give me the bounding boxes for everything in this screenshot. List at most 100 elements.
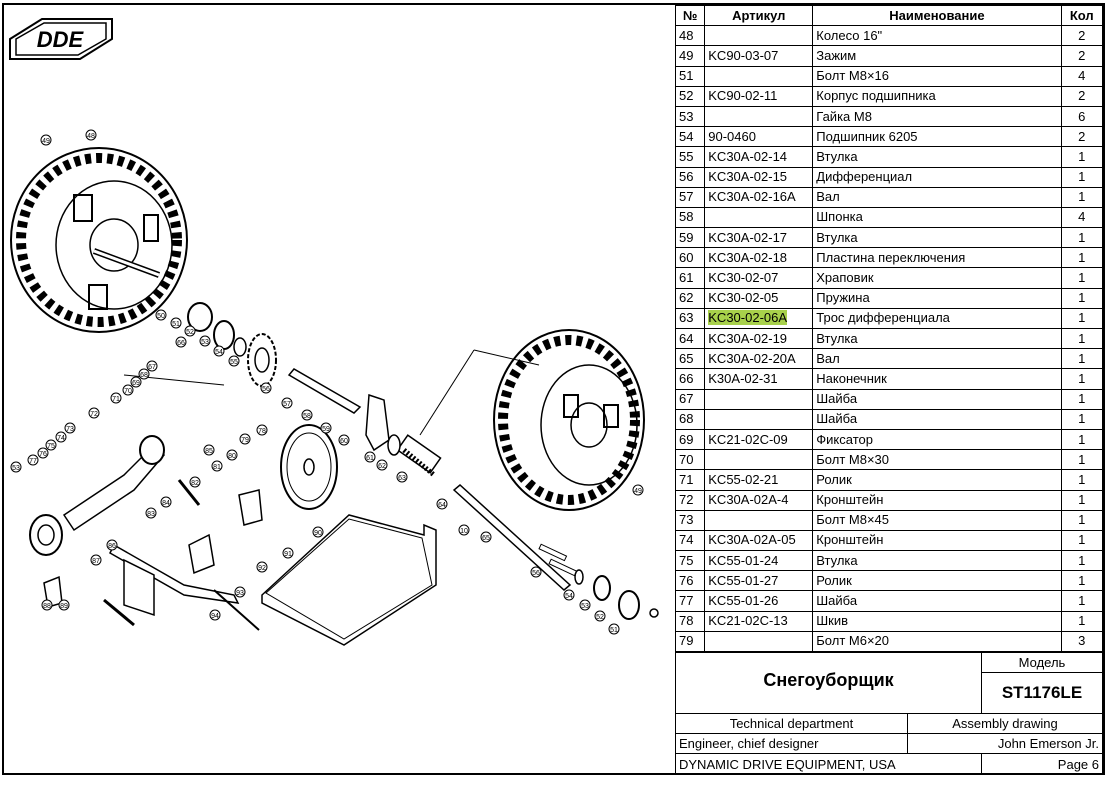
svg-text:70: 70 — [124, 388, 132, 395]
svg-text:94: 94 — [211, 613, 219, 620]
drawing-type: Assembly drawing — [952, 716, 1058, 731]
svg-text:68: 68 — [140, 372, 148, 379]
row-number: 63 — [674, 307, 706, 330]
row-name: Кронштейн — [812, 489, 1062, 511]
row-name: Болт M8×45 — [812, 509, 1062, 531]
row-number: 70 — [674, 449, 706, 471]
callout: 49 — [40, 134, 52, 146]
row-article — [704, 630, 814, 653]
row-article — [704, 65, 814, 87]
engineer-name: John Emerson Jr. — [997, 736, 1099, 751]
svg-text:91: 91 — [284, 551, 292, 558]
row-qty: 1 — [1060, 428, 1104, 451]
callout: 59 — [320, 422, 332, 434]
callout: 67 — [146, 360, 158, 372]
callout: 64 — [436, 498, 448, 510]
row-number: 69 — [674, 428, 706, 451]
row-number: 72 — [674, 489, 706, 511]
row-name: Шайба — [812, 388, 1062, 410]
callout: 54 — [563, 589, 575, 601]
pulley — [280, 424, 338, 510]
row-number: 68 — [674, 408, 706, 430]
row-article: KC30A-02-15 — [704, 166, 814, 188]
callout: 58 — [301, 409, 313, 421]
row-number: 55 — [674, 146, 706, 168]
row-number: 73 — [674, 509, 706, 531]
svg-text:79: 79 — [241, 437, 249, 444]
svg-text:87: 87 — [92, 558, 100, 565]
logo-text: DDE — [37, 27, 85, 52]
row-article: KC55-02-21 — [704, 469, 814, 491]
callout: 49 — [632, 484, 644, 496]
row-name: Болт M8×16 — [812, 65, 1062, 87]
row-name: Фиксатор — [812, 428, 1062, 451]
svg-text:56: 56 — [262, 386, 270, 393]
left-wheel — [10, 147, 188, 333]
row-qty: 1 — [1060, 146, 1104, 168]
svg-text:54: 54 — [215, 349, 223, 356]
row-article — [704, 206, 814, 229]
row-qty: 6 — [1060, 105, 1104, 128]
callouts: 49 48 50 51 52 53 54 55 56 57 58 59 60 6… — [10, 129, 644, 635]
svg-text:49: 49 — [634, 488, 642, 495]
callout: 85 — [203, 444, 215, 456]
bracket-assembly — [29, 374, 436, 631]
row-number: 48 — [674, 25, 706, 47]
row-article: KC55-01-24 — [704, 550, 814, 572]
svg-text:72: 72 — [90, 411, 98, 418]
page-cell — [981, 753, 1103, 775]
svg-text:53: 53 — [201, 339, 209, 346]
callout: 52 — [184, 325, 196, 337]
svg-text:74: 74 — [57, 435, 65, 442]
svg-text:53: 53 — [12, 465, 20, 472]
row-article: KC55-01-26 — [704, 590, 814, 612]
svg-text:75: 75 — [47, 443, 55, 450]
right-bearing-parts — [574, 569, 659, 620]
callout: 68 — [138, 368, 150, 380]
svg-text:73: 73 — [66, 426, 74, 433]
row-article: 90-0460 — [704, 126, 814, 148]
svg-text:52: 52 — [596, 614, 604, 621]
row-name: Шкив — [812, 610, 1062, 632]
row-number: 71 — [674, 469, 706, 491]
row-qty: 1 — [1060, 186, 1104, 208]
callout: 48 — [85, 129, 97, 141]
row-qty: 2 — [1060, 45, 1104, 67]
svg-text:76: 76 — [39, 451, 47, 458]
callout: 88 — [41, 599, 53, 611]
row-qty: 1 — [1060, 489, 1104, 511]
callout: 54 — [213, 345, 225, 357]
callout: 90 — [312, 526, 324, 538]
row-number: 49 — [674, 45, 706, 67]
svg-text:51: 51 — [172, 321, 180, 328]
svg-text:85: 85 — [205, 448, 213, 455]
dde-logo: DDE — [9, 18, 113, 60]
callout: 10 — [458, 524, 470, 536]
svg-text:53: 53 — [581, 603, 589, 610]
row-number: 56 — [674, 166, 706, 188]
row-article: KC30A-02-17 — [704, 227, 814, 249]
row-name: Втулка — [812, 146, 1062, 168]
row-article: KC30A-02A-4 — [704, 489, 814, 511]
row-qty: 2 — [1060, 25, 1104, 47]
row-number: 64 — [674, 327, 706, 350]
bottom-plate — [261, 514, 437, 646]
exploded-view: DDE — [9, 18, 659, 646]
row-number: 78 — [674, 610, 706, 632]
row-name: Кронштейн — [812, 529, 1062, 552]
callout: 53 — [10, 461, 22, 473]
callout: 55 — [228, 355, 240, 367]
row-article: KC30A-02-18 — [704, 247, 814, 269]
callout: 51 — [608, 623, 620, 635]
svg-text:80: 80 — [228, 453, 236, 460]
callout: 81 — [211, 460, 223, 472]
row-name: Шайба — [812, 408, 1062, 430]
callout: 52 — [594, 610, 606, 622]
